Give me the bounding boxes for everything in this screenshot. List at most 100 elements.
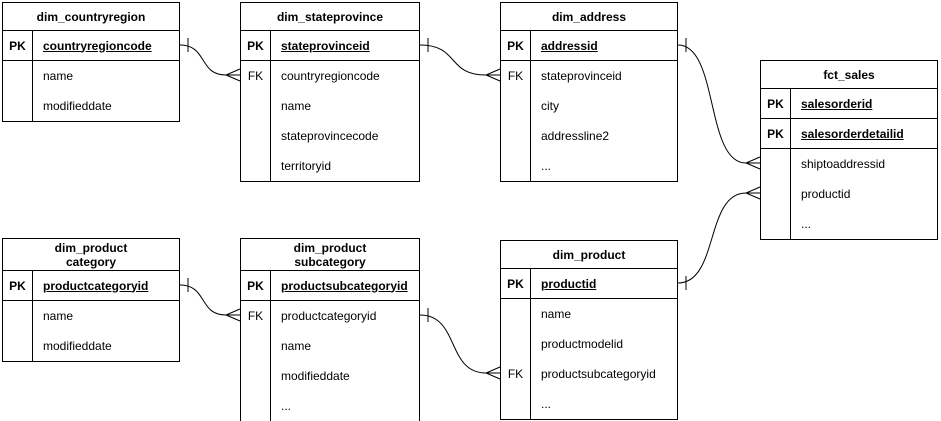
key-cell: PK bbox=[761, 119, 791, 148]
column-name: productcategoryid bbox=[281, 309, 377, 323]
table-row: ... bbox=[501, 389, 677, 419]
key-cell bbox=[501, 151, 531, 181]
relationship-line[interactable] bbox=[677, 44, 747, 164]
key-cell: PK bbox=[501, 269, 531, 298]
column-name: addressid bbox=[541, 38, 598, 53]
relationship-subcategory-to-product[interactable] bbox=[419, 308, 501, 380]
column-name: modifieddate bbox=[43, 99, 112, 113]
key-cell bbox=[241, 91, 271, 121]
key-cell bbox=[3, 61, 33, 91]
table-title: dim_countryregion bbox=[3, 3, 179, 31]
table-title-line: fct_sales bbox=[823, 67, 875, 82]
table-title: dim_stateprovince bbox=[241, 3, 419, 31]
column-name: stateprovinceid bbox=[281, 38, 370, 53]
key-cell: PK bbox=[761, 89, 791, 118]
many-cardinality-marker bbox=[744, 156, 761, 170]
key-cell: FK bbox=[241, 301, 271, 331]
table-row: territoryid bbox=[241, 151, 419, 181]
relationship-line[interactable] bbox=[179, 44, 227, 76]
column-name: addressline2 bbox=[541, 129, 610, 143]
table-row: name bbox=[3, 301, 179, 331]
relationship-line[interactable] bbox=[677, 192, 747, 284]
key-cell bbox=[501, 91, 531, 121]
relationship-category-to-subcategory[interactable] bbox=[179, 278, 241, 322]
key-cell: PK bbox=[241, 31, 271, 60]
table-title-line: subcategory bbox=[294, 254, 366, 269]
table-row: name bbox=[501, 299, 677, 329]
key-cell bbox=[3, 331, 33, 361]
table-row: FK countryregioncode bbox=[241, 61, 419, 91]
table-title-line: category bbox=[65, 254, 117, 269]
key-cell bbox=[241, 331, 271, 361]
many-cardinality-marker bbox=[224, 308, 241, 322]
column-name: name bbox=[281, 339, 312, 353]
relationship-line[interactable] bbox=[179, 284, 227, 316]
column-name: salesorderdetailid bbox=[801, 126, 904, 141]
column-name: ... bbox=[801, 217, 812, 231]
key-cell bbox=[3, 91, 33, 121]
table-row: ... bbox=[241, 391, 419, 421]
table-row: ... bbox=[761, 209, 937, 239]
column-name: city bbox=[541, 99, 559, 113]
table-title-line: dim_product bbox=[54, 240, 128, 255]
key-cell bbox=[241, 361, 271, 391]
table-row: PK salesorderdetailid bbox=[761, 119, 937, 149]
table-row: modifieddate bbox=[3, 331, 179, 361]
table-row: addressline2 bbox=[501, 121, 677, 151]
column-name: productcategoryid bbox=[43, 278, 149, 293]
table-title: fct_sales bbox=[761, 61, 937, 89]
column-name: shiptoaddressid bbox=[801, 157, 886, 171]
table-row: PK salesorderid bbox=[761, 89, 937, 119]
column-name: ... bbox=[541, 159, 552, 173]
table-row: name bbox=[3, 61, 179, 91]
column-name: productid bbox=[541, 276, 597, 291]
many-cardinality-marker bbox=[224, 68, 241, 82]
relationship-address-to-fct-sales[interactable] bbox=[677, 38, 761, 170]
relationship-stateprovince-to-address[interactable] bbox=[419, 38, 501, 82]
relationship-product-to-fct-sales[interactable] bbox=[677, 186, 761, 290]
key-cell bbox=[761, 149, 791, 179]
many-cardinality-marker bbox=[484, 366, 501, 380]
column-name: territoryid bbox=[281, 159, 332, 173]
key-cell bbox=[501, 389, 531, 419]
table-title-line: dim_address bbox=[551, 9, 627, 24]
key-cell bbox=[241, 391, 271, 421]
relationship-countryregion-to-stateprovince[interactable] bbox=[179, 38, 241, 82]
column-name: modifieddate bbox=[43, 339, 112, 353]
relationship-line[interactable] bbox=[419, 314, 487, 374]
column-name: productsubcategoryid bbox=[281, 278, 408, 293]
relationship-line[interactable] bbox=[419, 44, 487, 76]
key-cell: PK bbox=[3, 31, 33, 60]
column-name: name bbox=[541, 307, 572, 321]
key-cell: PK bbox=[3, 271, 33, 300]
column-name: name bbox=[43, 309, 74, 323]
column-name: productmodelid bbox=[541, 337, 624, 351]
key-cell: FK bbox=[241, 61, 271, 91]
table-row: PK productcategoryid bbox=[3, 271, 179, 301]
table-row: city bbox=[501, 91, 677, 121]
table-row: name bbox=[241, 91, 419, 121]
column-name: salesorderid bbox=[801, 96, 873, 111]
many-cardinality-marker bbox=[484, 68, 501, 82]
key-cell bbox=[761, 209, 791, 239]
table-row: productid bbox=[761, 179, 937, 209]
table-title-line: dim_product bbox=[293, 240, 367, 255]
many-cardinality-marker bbox=[744, 186, 761, 200]
column-name: countryregioncode bbox=[281, 69, 380, 83]
column-name: stateprovincecode bbox=[281, 129, 379, 143]
